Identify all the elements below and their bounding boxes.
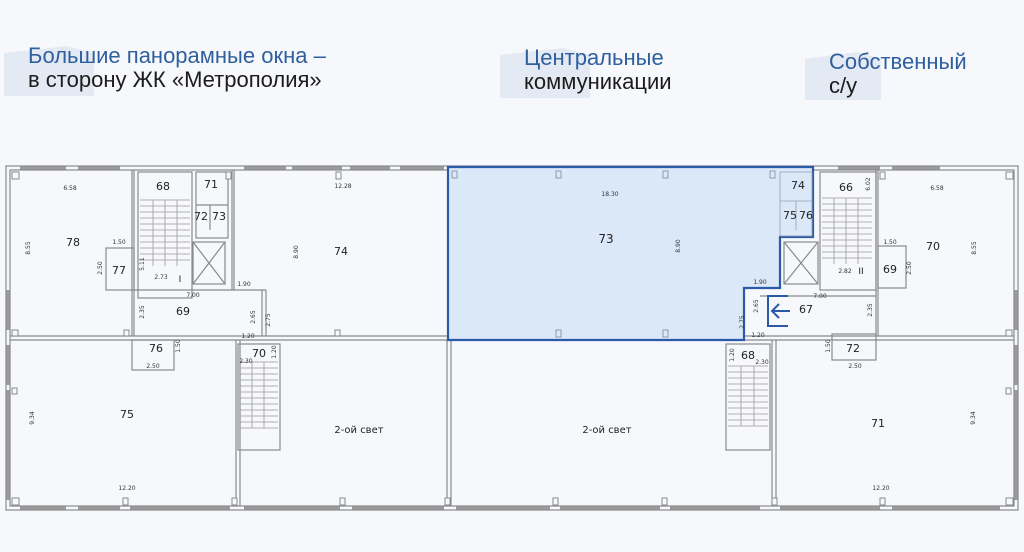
room-labels: 78 68 71 72 73 77 69 74 76 70 75 73 74 7… bbox=[66, 178, 940, 436]
room-72-right: 72 bbox=[846, 342, 860, 355]
highlighted-unit-73[interactable] bbox=[446, 165, 815, 342]
room-68-right: 68 bbox=[741, 349, 755, 362]
dim-label: 2.50 bbox=[146, 363, 160, 370]
callout-private-bathroom: Собственный с/у bbox=[805, 49, 967, 100]
callout-panoramic-windows: Большие панорамные окна – в сторону ЖК «… bbox=[4, 43, 326, 96]
stair-mark-right: II bbox=[858, 267, 863, 277]
room-78: 78 bbox=[66, 236, 80, 249]
dim-label: 8.55 bbox=[25, 241, 32, 255]
room-74-left: 74 bbox=[334, 245, 348, 258]
double-height-label-center: 2-ой свет bbox=[582, 425, 631, 436]
room-70-right: 70 bbox=[926, 240, 940, 253]
room-74-right: 74 bbox=[791, 179, 805, 192]
dim-label: 1.20 bbox=[729, 348, 736, 362]
room-71-left: 71 bbox=[204, 178, 218, 191]
dim-label: 1.90 bbox=[237, 281, 251, 288]
room-76-left: 76 bbox=[149, 342, 163, 355]
dim-label: 2.50 bbox=[906, 261, 913, 275]
callout-tab-bg bbox=[805, 52, 881, 100]
dim-label: 2.73 bbox=[154, 274, 168, 281]
dim-label: 9.34 bbox=[29, 411, 36, 425]
double-height-label-left: 2-ой свет bbox=[334, 425, 383, 436]
dim-label: 1.50 bbox=[825, 339, 832, 353]
room-66: 66 bbox=[839, 181, 853, 194]
callout-title: Большие панорамные окна – bbox=[28, 43, 326, 68]
dim-label: 1.20 bbox=[241, 333, 255, 340]
room-70-left: 70 bbox=[252, 347, 266, 360]
dim-label: 1.50 bbox=[112, 239, 126, 246]
entrance-arrow-icon bbox=[767, 295, 790, 327]
callout-subtitle: с/у bbox=[829, 73, 858, 98]
walls bbox=[5, 165, 1019, 511]
room-68-left: 68 bbox=[156, 180, 170, 193]
dim-label: 12.20 bbox=[872, 485, 889, 492]
dim-label: 2.65 bbox=[753, 299, 760, 313]
room-73-left: 73 bbox=[212, 210, 226, 223]
stair-mark-left: I bbox=[179, 275, 182, 285]
dim-label: 5.11 bbox=[139, 257, 146, 271]
room-72-left: 72 bbox=[194, 210, 208, 223]
dim-label: 2.50 bbox=[848, 363, 862, 370]
room-67: 67 bbox=[799, 303, 813, 316]
dim-label: 2.75 bbox=[739, 315, 746, 329]
dim-label: 6.58 bbox=[63, 185, 77, 192]
dimension-labels: 6.58 8.55 1.50 2.50 5.11 2.73 7.00 1.90 … bbox=[25, 177, 978, 492]
dim-label: 18.30 bbox=[601, 191, 618, 198]
dim-label: 8.90 bbox=[675, 239, 682, 253]
callout-title: Центральные bbox=[524, 45, 664, 70]
dim-label: 2.30 bbox=[239, 358, 253, 365]
dim-label: 1.50 bbox=[883, 239, 897, 246]
dim-label: 6.58 bbox=[930, 185, 944, 192]
dim-label: 2.75 bbox=[265, 313, 272, 327]
room-71-right: 71 bbox=[871, 417, 885, 430]
dim-label: 2.35 bbox=[867, 303, 874, 317]
callout-title: Собственный bbox=[829, 49, 967, 74]
room-69-left: 69 bbox=[176, 305, 190, 318]
dim-label: 8.55 bbox=[971, 241, 978, 255]
dim-label: 7.00 bbox=[186, 292, 200, 299]
dim-label: 1.90 bbox=[753, 279, 767, 286]
dim-label: 1.20 bbox=[271, 345, 278, 359]
dim-label: 2.65 bbox=[250, 310, 257, 324]
callout-tab-bg bbox=[4, 46, 94, 96]
callout-subtitle: коммуникации bbox=[524, 69, 672, 94]
room-69-right: 69 bbox=[883, 263, 897, 276]
dim-label: 2.82 bbox=[838, 268, 852, 275]
room-73-highlighted: 73 bbox=[598, 232, 613, 246]
dim-label: 8.90 bbox=[293, 245, 300, 259]
dim-label: 2.35 bbox=[139, 305, 146, 319]
dim-label: 1.20 bbox=[751, 332, 765, 339]
dim-label: 12.20 bbox=[118, 485, 135, 492]
room-75-left: 75 bbox=[120, 408, 134, 421]
room-77: 77 bbox=[112, 264, 126, 277]
dim-label: 1.50 bbox=[175, 339, 182, 353]
dim-label: 6.02 bbox=[865, 177, 872, 191]
callout-central-utilities: Центральные коммуникации bbox=[500, 45, 672, 98]
dim-label: 2.50 bbox=[97, 261, 104, 275]
dim-label: 7.00 bbox=[813, 293, 827, 300]
room-75-right: 75 bbox=[783, 209, 797, 222]
dim-label: 9.34 bbox=[970, 411, 977, 425]
dim-label: 12.28 bbox=[334, 183, 351, 190]
dim-label: 2.30 bbox=[755, 359, 769, 366]
room-76-right: 76 bbox=[799, 209, 813, 222]
callout-subtitle: в сторону ЖК «Метрополия» bbox=[28, 67, 322, 92]
callout-tab-bg bbox=[500, 48, 590, 98]
